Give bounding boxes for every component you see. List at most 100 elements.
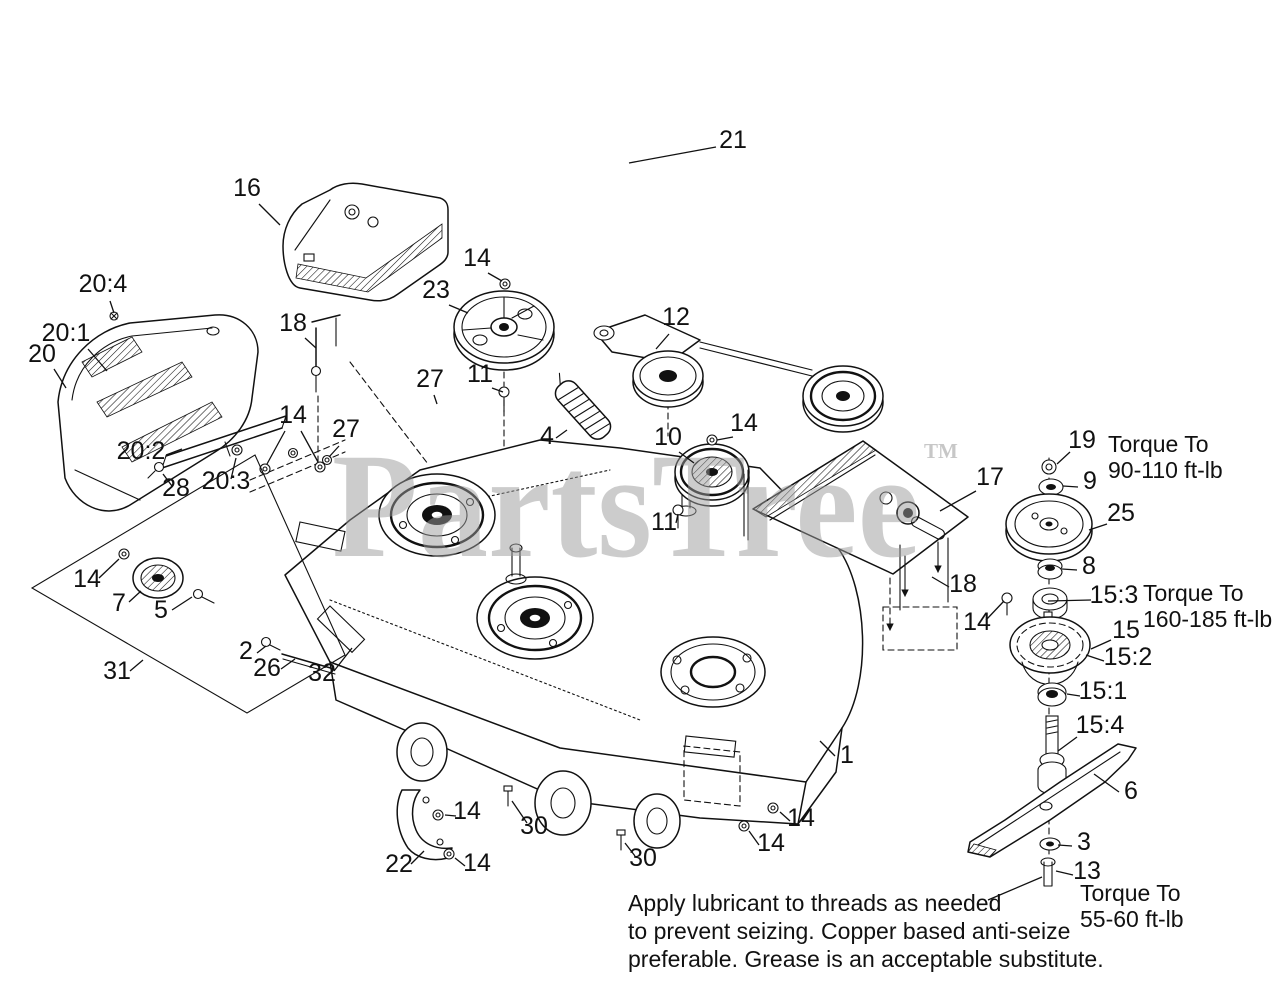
part-19-nut [1041, 459, 1057, 475]
callout-14a: 14 [463, 244, 491, 272]
part-22-skid-plate [396, 789, 453, 861]
callout-31: 31 [103, 657, 131, 685]
callout-4: 4 [540, 422, 554, 450]
callout-14g: 14 [463, 849, 491, 877]
torque-note-15-3-line-0: Torque To [1143, 580, 1244, 606]
callout-2: 2 [239, 637, 253, 665]
torque-note-13-line-0: Torque To [1080, 880, 1181, 906]
part-8-washer [1037, 558, 1063, 580]
part-12-idler-arm [593, 314, 884, 433]
callout-22: 22 [385, 850, 413, 878]
part-7-pulley [132, 557, 184, 599]
part-17-belt-guard [743, 440, 969, 575]
clutch-pulley [802, 365, 884, 433]
callout-leader-11a [491, 387, 504, 393]
callout-27a: 27 [416, 365, 444, 393]
callout-leader-30a [511, 800, 528, 824]
part-16-belt-cover [282, 182, 449, 302]
callout-leader-25 [1088, 523, 1108, 531]
callout-leader-20 [53, 368, 67, 389]
part-18-guide-bracket-right [882, 537, 958, 651]
callout-leader-14e [266, 430, 286, 465]
part-9-washer [1038, 478, 1064, 496]
callout-19: 19 [1068, 426, 1096, 454]
callout-leader-14e-1 [300, 430, 319, 463]
torque-note-19-line-1: 90-110 ft-lb [1108, 457, 1223, 483]
callout-11b: 11 [651, 508, 677, 536]
part-4-tension-spring [554, 372, 612, 440]
callout-14f: 14 [453, 797, 481, 825]
callout-leader-15-2 [1085, 654, 1105, 662]
part-14-washers-bottom [432, 802, 779, 860]
part-30-bolt-b [616, 829, 626, 851]
callout-leader-14a [487, 272, 503, 282]
callout-leader-15-3 [1047, 599, 1092, 602]
discharge-opening [683, 745, 741, 807]
callout-leader-14c [985, 600, 1005, 621]
callout-14b: 14 [730, 409, 758, 437]
part-18-guide-bracket-left [310, 314, 341, 393]
part-11-bolt-idler [672, 504, 684, 529]
part-28-bolt [147, 461, 165, 479]
callout-27b: 27 [332, 415, 360, 443]
callout-leader-27b [328, 445, 340, 458]
callout-6: 6 [1124, 777, 1138, 805]
watermark-tm: TM [924, 439, 958, 463]
part-32-decal [316, 605, 366, 654]
part-23-flat-idler-pulley [453, 290, 555, 371]
part-14-washer-left [118, 548, 130, 560]
callout-leader-31 [129, 659, 144, 672]
callout-leader-18a [304, 337, 317, 349]
callout-3: 3 [1077, 828, 1091, 856]
callout-leader-14h [779, 811, 791, 822]
callout-26: 26 [253, 654, 281, 682]
idler-arm-pulley [632, 350, 704, 408]
callout-leader-14i [748, 830, 760, 846]
callout-32: 32 [308, 659, 336, 687]
part-20-discharge-chute [57, 314, 259, 512]
callout-leader-18b [931, 576, 950, 588]
callout-15-3: 15:3 [1090, 581, 1139, 609]
callout-15-1: 15:1 [1079, 677, 1128, 705]
deck-spindle-pulley-left [378, 473, 496, 557]
callout-20-4: 20:4 [79, 270, 128, 298]
callout-leader-17 [939, 490, 977, 512]
callout-15-2: 15:2 [1104, 643, 1153, 671]
callout-21: 21 [719, 126, 747, 154]
callout-18b: 18 [949, 570, 977, 598]
callout-leader-16 [258, 203, 281, 226]
part-3-washer [1039, 837, 1061, 851]
callout-23: 23 [422, 276, 450, 304]
callout-9: 9 [1083, 467, 1097, 495]
callout-leader-12 [655, 333, 670, 350]
callout-leader-15-1 [1066, 693, 1081, 697]
part-21-drive-belt [395, 17, 841, 301]
callout-25: 25 [1107, 499, 1135, 527]
callout-15-4: 15:4 [1076, 711, 1125, 739]
callout-11a: 11 [467, 360, 493, 388]
deck-spindle-pulley-middle [476, 576, 594, 660]
deck-spindle-mount-right [660, 636, 766, 708]
callout-30b: 30 [629, 844, 657, 872]
torque-note-15-3-line-1: 160-185 ft-lb [1143, 606, 1272, 632]
part-20-3-washer [231, 444, 243, 456]
torque-note-19-line-0: Torque To [1108, 431, 1209, 457]
callout-leader-7 [128, 590, 142, 603]
callout-leader-20-2 [165, 448, 183, 456]
callout-20-2: 20:2 [117, 437, 166, 465]
part-25-spindle-pulley [1005, 493, 1093, 562]
callout-leader-15-4 [1057, 736, 1078, 752]
torque-note-13-line-1: 55-60 ft-lb [1080, 906, 1184, 932]
callout-leader-13 [1055, 870, 1074, 876]
callout-leader-21 [628, 146, 717, 164]
callout-leader-20-4 [109, 300, 115, 314]
part-15-1-bearing [1037, 682, 1067, 707]
part-15-3-spacer [1032, 587, 1068, 620]
callout-10: 10 [654, 423, 682, 451]
callout-18a: 18 [279, 309, 307, 337]
callout-leader-32 [333, 647, 353, 672]
callout-leader-27a [433, 394, 438, 405]
part-11-bolt-top [498, 386, 510, 413]
